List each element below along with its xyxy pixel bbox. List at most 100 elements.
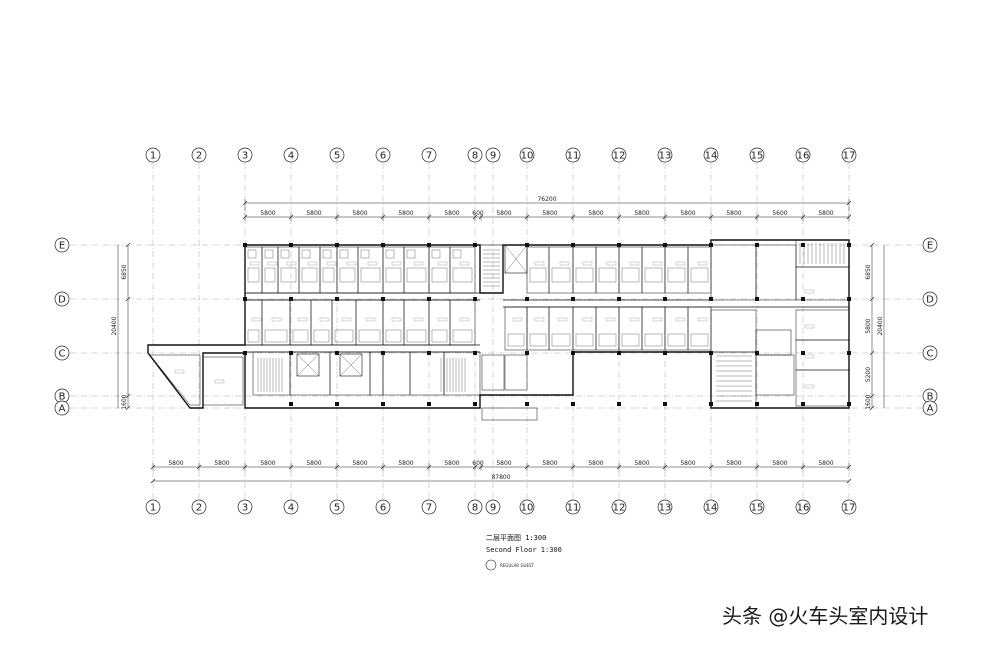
building-plan <box>147 239 851 421</box>
grid-bubble <box>922 291 938 307</box>
bed <box>529 267 547 283</box>
room <box>289 351 331 396</box>
grid-bubble-label: 7 <box>426 151 432 162</box>
room-tag <box>251 317 262 322</box>
bed <box>358 329 381 343</box>
bed <box>280 267 297 283</box>
dimension-label-right: 5200 <box>865 367 872 382</box>
structural-column <box>525 243 529 247</box>
structural-column <box>289 297 293 301</box>
bed <box>575 267 594 283</box>
room-tag <box>804 324 815 329</box>
structural-column <box>427 243 431 247</box>
bed <box>621 267 640 283</box>
grid-bubble-label: 4 <box>288 503 294 514</box>
grid-bubble <box>485 499 501 515</box>
guest-room <box>548 246 574 294</box>
bathroom <box>360 249 370 259</box>
structural-column <box>571 297 575 301</box>
guest-room <box>548 306 574 351</box>
dimension-label-bottom: 5800 <box>352 460 367 467</box>
room-tag <box>697 317 708 322</box>
dimension-label-right: 5800 <box>865 318 872 333</box>
elevator-cross <box>504 244 528 274</box>
guest-room <box>595 246 620 294</box>
elevator <box>339 353 363 377</box>
bathroom <box>247 249 257 259</box>
grid-bubble-label: 16 <box>797 151 810 162</box>
dimension-label-top: 5600 <box>772 210 787 217</box>
room-tag <box>249 261 260 266</box>
guest-room <box>319 246 338 294</box>
guest-room <box>261 299 291 346</box>
room <box>252 351 291 396</box>
dimension-label-bottom: 5800 <box>542 460 557 467</box>
bed <box>551 333 571 347</box>
bathroom <box>406 249 416 259</box>
guest-room <box>526 306 550 351</box>
guest-room <box>664 306 689 351</box>
grid-bubble <box>795 147 811 163</box>
drawing-title-cn: 二层平面图 1:300 <box>486 534 546 542</box>
bed <box>529 333 547 347</box>
grid-bubble <box>922 237 938 253</box>
dimension-label-top-total: 76200 <box>537 196 556 203</box>
guest-room <box>357 246 384 294</box>
entrance-canopy <box>481 407 538 421</box>
bed <box>431 267 448 283</box>
drawing-title-en: Second Floor 1:300 <box>486 546 562 554</box>
dimension-label-left: 6850 <box>121 264 128 279</box>
dimension-label-bottom: 5800 <box>634 460 649 467</box>
grid-bubble <box>283 147 299 163</box>
dimension-label-top: 5800 <box>680 210 695 217</box>
legend-circle <box>485 559 497 571</box>
structural-column <box>427 402 431 406</box>
bathroom <box>431 249 441 259</box>
bed <box>452 267 473 283</box>
grid-bubble <box>703 147 719 163</box>
dimension-label-bottom: 5800 <box>680 460 695 467</box>
structural-column <box>663 351 667 355</box>
guest-room <box>449 246 476 294</box>
bed <box>452 329 473 343</box>
grid-bubble-label: 13 <box>659 503 672 514</box>
dimension-label-top: 5800 <box>818 210 833 217</box>
bed <box>598 267 617 283</box>
grid-bubble-label: 5 <box>334 151 340 162</box>
structural-column <box>381 243 385 247</box>
bathroom <box>322 249 332 259</box>
grid-bubble <box>611 499 627 515</box>
structural-column <box>525 297 529 301</box>
dimension-label-top: 5800 <box>588 210 603 217</box>
angled-room <box>149 354 201 406</box>
grid-bubble <box>611 147 627 163</box>
structural-column <box>709 402 713 406</box>
title-block: 二层平面图 1:300 Second Floor 1:300 REGULAR G… <box>485 534 562 571</box>
structural-column <box>755 351 759 355</box>
dimension-label-right-total: 20400 <box>877 316 884 335</box>
grid-bubble-label: 10 <box>521 151 534 162</box>
room <box>710 244 757 301</box>
dimension-label-top: 5800 <box>260 210 275 217</box>
guest-room <box>244 246 263 294</box>
grid-bubble <box>237 147 253 163</box>
grid-bubble-label: E <box>927 241 933 252</box>
room-tag <box>286 261 297 266</box>
grid-bubble-label: 10 <box>521 503 534 514</box>
dimension-label-top: 5800 <box>306 210 321 217</box>
structural-column <box>525 402 529 406</box>
grid-bubble <box>922 345 938 361</box>
grid-bubble-label: 8 <box>472 151 478 162</box>
grid-bubble <box>565 499 581 515</box>
structural-column <box>709 243 713 247</box>
room-tag <box>391 261 402 266</box>
bed <box>551 267 571 283</box>
room-tag <box>557 317 568 322</box>
bed <box>644 267 663 283</box>
dimension-label-bottom: 600 <box>472 460 484 467</box>
grid-bubble-label: A <box>59 404 66 415</box>
room <box>710 309 757 353</box>
dimension-tick <box>869 405 875 411</box>
grid-bubble-label: 1 <box>150 151 156 162</box>
